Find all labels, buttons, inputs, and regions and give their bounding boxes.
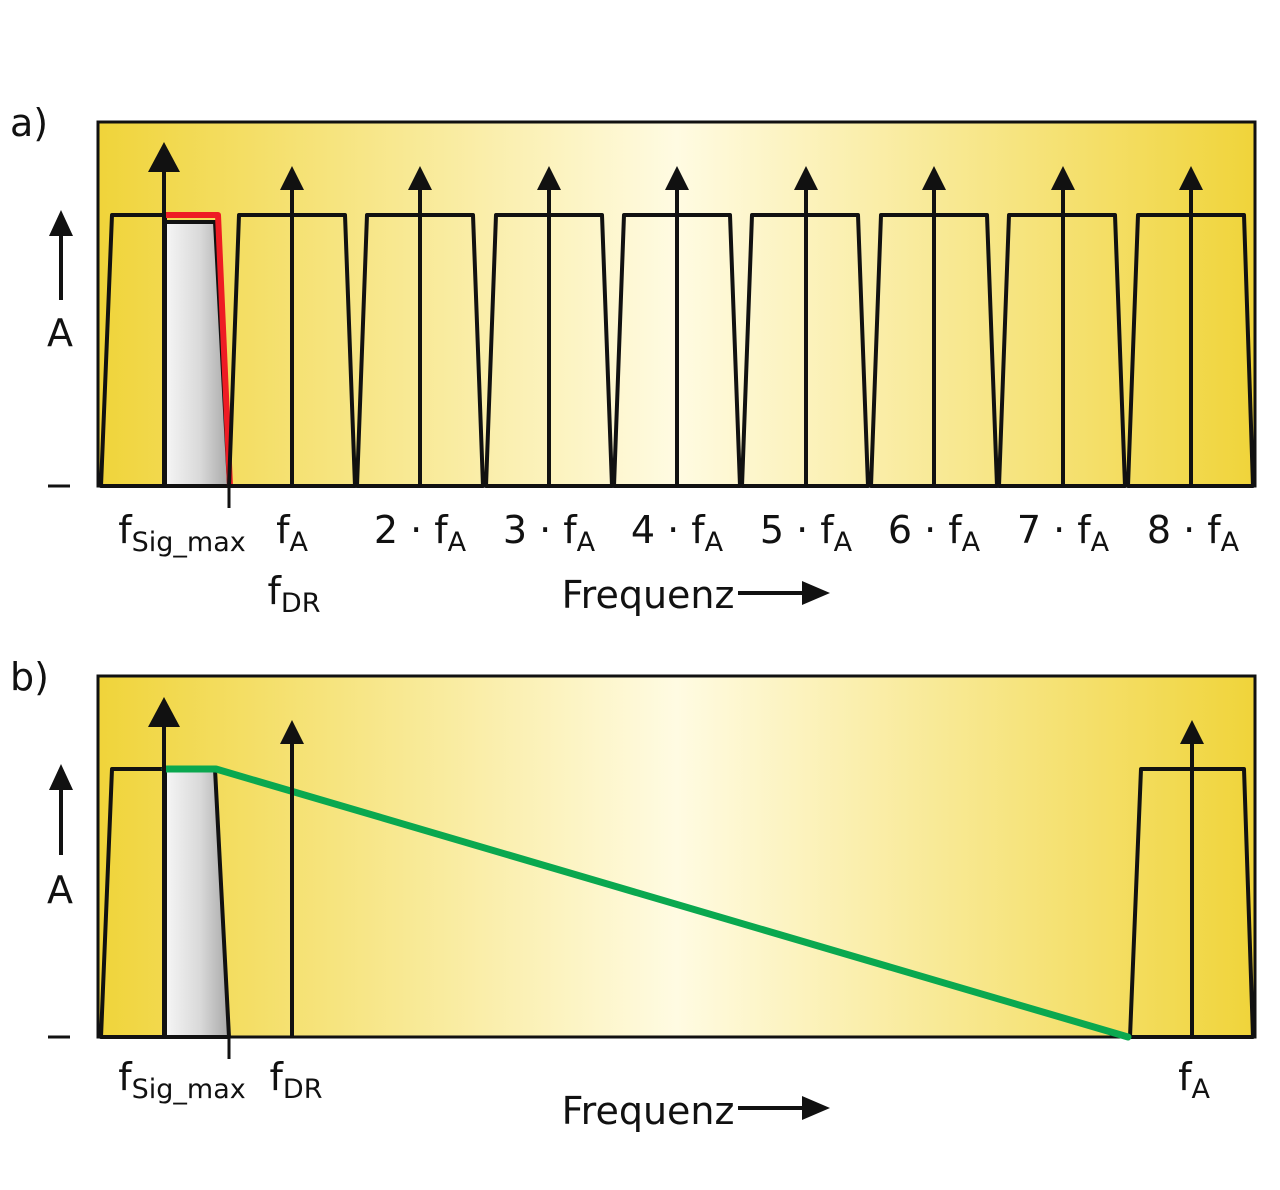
arrow-head-icon [1179,166,1203,190]
arrow-head-icon [922,166,946,190]
label-2fa: 2 · fA [374,508,467,558]
replica-band [227,213,357,488]
arrow-head-icon [794,166,818,190]
arrow-right-icon [802,1096,830,1120]
arrow-head-icon [665,166,689,190]
label-f-sig-max: fSig_max [118,1055,246,1105]
panel-a-label: a) [10,101,48,145]
panel-b: b) A fSig_max fDR fA Frequenz [10,655,1257,1133]
label-6fa: 6 · fA [888,508,981,558]
arrow-head-icon [408,166,432,190]
panel-a-replicas [227,213,1255,488]
panel-b-replica-band [1128,767,1255,1039]
replica-band [612,213,742,488]
label-3fa: 3 · fA [503,508,596,558]
panel-a-frequency-label: Frequenz [562,573,735,617]
label-f-sig-max: fSig_max [118,508,246,558]
panel-b-frequency-label: Frequenz [562,1089,735,1133]
arrow-head-icon [537,166,561,190]
replica-band [355,213,485,488]
arrow-right-icon [802,581,830,605]
arrow-head-icon [1051,166,1075,190]
panel-b-antialias-filter-curve [161,765,1132,1041]
panel-b-background [96,674,1257,1039]
replica-band [997,213,1127,488]
label-7fa: 7 · fA [1017,508,1110,558]
replica-band [740,213,870,488]
label-5fa: 5 · fA [760,508,853,558]
panel-b-label: b) [10,655,49,699]
panel-a-antialias-filter-curve [165,212,233,487]
arrow-head-icon [280,166,304,190]
panel-a-spectral-lines [148,142,1203,486]
arrow-head-icon [148,142,180,172]
arrow-up-icon [49,764,73,790]
label-fa: fA [1178,1055,1210,1105]
replica-band [484,213,614,488]
replica-band [1126,213,1255,488]
arrow-head-icon [1180,720,1204,744]
label-fdr: fDR [268,569,321,619]
label-4fa: 4 · fA [631,508,724,558]
panel-a: a) [10,101,1257,619]
arrow-up-icon [49,210,73,236]
label-fdr: fDR [270,1055,323,1105]
label-fa: fA [276,508,308,558]
replica-band [869,213,999,488]
panel-a-amplitude-label: A [47,311,73,355]
arrow-head-icon [148,697,180,727]
arrow-head-icon [280,720,304,744]
panel-b-amplitude-label: A [47,868,73,912]
label-8fa: 8 · fA [1147,508,1240,558]
